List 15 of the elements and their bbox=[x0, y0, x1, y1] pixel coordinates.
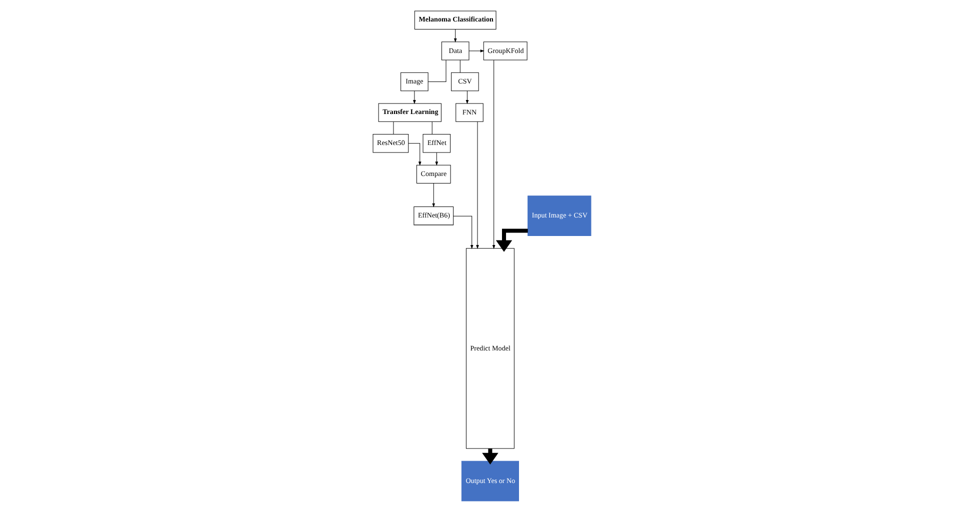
arrow bbox=[453, 29, 456, 42]
arrow bbox=[412, 90, 416, 104]
arrow bbox=[434, 152, 438, 166]
connector bbox=[392, 122, 394, 134]
arrow bbox=[495, 228, 528, 252]
arrow bbox=[452, 216, 473, 250]
arrow bbox=[476, 121, 478, 250]
arrow bbox=[492, 60, 495, 250]
connector bbox=[427, 60, 446, 82]
arrow bbox=[408, 143, 421, 166]
connector bbox=[459, 60, 460, 73]
arrow bbox=[468, 50, 484, 52]
arrow bbox=[465, 90, 468, 104]
arrow bbox=[432, 183, 435, 208]
connector bbox=[431, 122, 432, 134]
